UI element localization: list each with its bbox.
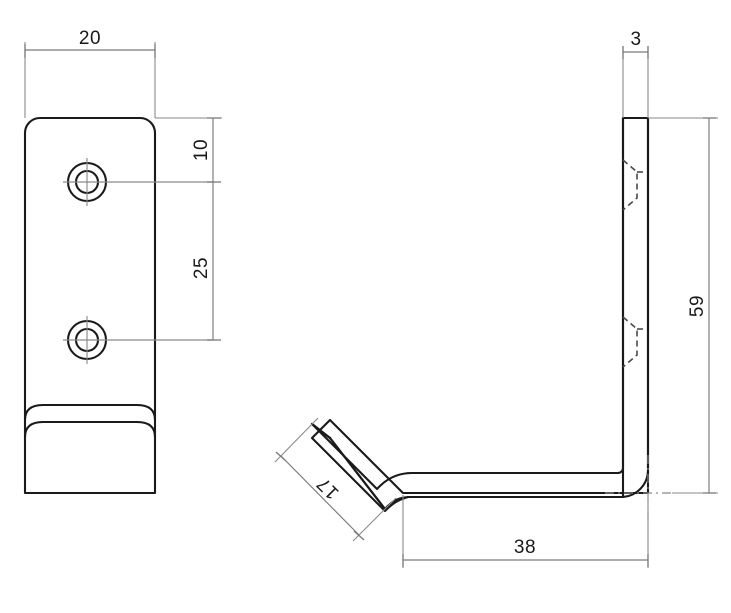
hidden-hole-lower [622,316,646,368]
dim17-tick-lower [353,530,365,541]
dimension-hole-top-offset: 10 [155,117,222,183]
dim17-text: 17 [313,473,344,504]
hidden-hole-upper [622,159,646,211]
dimension-hole-pitch: 25 [191,182,221,341]
dimension-hook-depth: 38 [402,495,649,568]
dim25-text: 25 [191,257,212,279]
hook-inner-wall [310,116,625,491]
dim17-tick-upper [275,451,287,462]
dimension-overall-height: 59 [648,117,718,494]
dim10-text: 10 [191,139,212,161]
dimension-thickness: 3 [622,29,649,118]
side-profile-view [310,116,672,520]
plate-outline [23,116,157,495]
dim59-text: 59 [687,295,708,317]
hook-tip-corner-upper [310,422,332,440]
countersunk-hole-lower [63,316,111,364]
bend-line-lower [23,420,157,439]
dimension-plate-width: 20 [24,28,156,118]
bend-line-upper [23,403,157,422]
dim38-text: 38 [514,537,536,558]
hidden-hole-upper-cone [622,159,638,211]
hook-tip-outline [328,436,387,511]
hook-profile-outline [310,116,650,513]
dim3-text: 3 [630,29,641,50]
dim17-ext-lower [352,497,397,542]
hidden-hole-lower-cone [622,316,638,368]
front-plate-view [23,116,213,495]
dim17-line [280,455,360,536]
dim17-ext-upper [274,417,319,463]
countersunk-hole-upper [63,158,111,206]
hook-outer-wall [328,116,650,511]
dim20-text: 20 [79,28,101,49]
